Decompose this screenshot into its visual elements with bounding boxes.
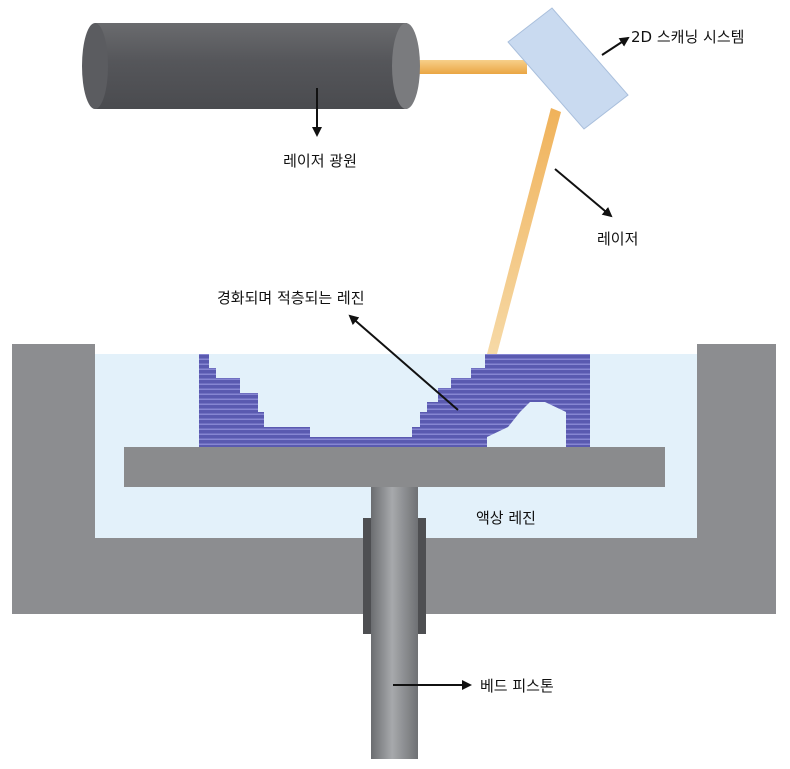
laser-beam-horizontal (402, 60, 527, 74)
label-laser-source: 레이저 광원 (283, 152, 357, 170)
laser-source (82, 23, 420, 109)
bed-piston (371, 487, 418, 759)
label-liquid-resin: 액상 레진 (476, 509, 536, 527)
arrow-scanner (601, 36, 630, 56)
label-cured-resin: 경화되며 적층되는 레진 (217, 289, 365, 307)
label-bed-piston: 베드 피스톤 (480, 677, 554, 695)
laser-beam-cone (487, 108, 561, 354)
printed-part (199, 354, 590, 447)
label-laser-beam: 레이저 (597, 230, 638, 248)
resin-vat (12, 344, 776, 614)
arrow-cured-resin (348, 314, 459, 411)
scanning-mirror (507, 7, 629, 130)
label-scanner: 2D 스캐닝 시스템 (631, 28, 744, 46)
build-bed (124, 447, 665, 487)
arrow-laser-beam (554, 168, 613, 218)
